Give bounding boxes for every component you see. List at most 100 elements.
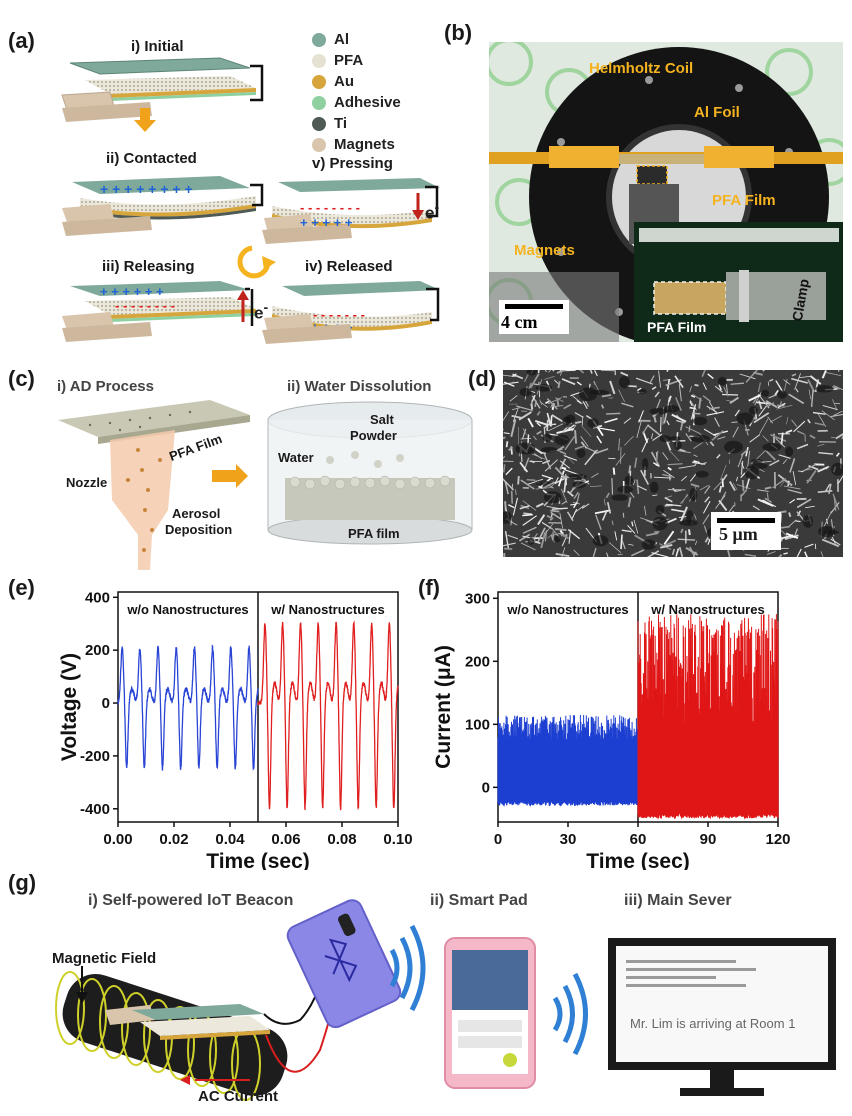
smart-pad-title: ii) Smart Pad bbox=[430, 892, 528, 909]
y-tick-label: 300 bbox=[465, 590, 490, 607]
y-tick-label: 200 bbox=[85, 642, 110, 659]
deposition-label: Deposition bbox=[165, 522, 233, 537]
x-axis-label: Time (sec) bbox=[206, 850, 310, 870]
stage-releasing-device: + + + + + + - - - - - - - - bbox=[62, 281, 256, 342]
main-server-title: iii) Main Sever bbox=[624, 892, 732, 909]
stage-released-label: iv) Released bbox=[305, 258, 393, 275]
coil-photo-illustration bbox=[489, 42, 843, 342]
inset-film-label: PFA Film bbox=[647, 319, 707, 335]
legend-swatch bbox=[312, 54, 326, 68]
y-tick-label: 100 bbox=[465, 716, 490, 733]
y-tick-label: -400 bbox=[80, 801, 110, 818]
stage-initial-label: i) Initial bbox=[131, 38, 184, 55]
signal-waves-icon bbox=[389, 924, 426, 1012]
panel-g-iot: i) Self-powered IoT Beacon ii) Smart Pad… bbox=[0, 880, 852, 1116]
region-label-left: w/o Nanostructures bbox=[506, 602, 628, 617]
x-axis-label: Time (sec) bbox=[586, 850, 690, 870]
svg-text:+ + + + + + + +: + + + + + + + + bbox=[100, 181, 193, 197]
ad-process-illustration bbox=[58, 400, 473, 570]
x-tick-label: 0.08 bbox=[327, 831, 356, 848]
beacon-device bbox=[286, 899, 402, 1029]
legend-label: Magnets bbox=[334, 136, 395, 153]
x-tick-label: 0.04 bbox=[215, 831, 245, 848]
magnets-label: Magnets bbox=[514, 242, 575, 259]
stage-released-device: - - - - - - - - + + + + + bbox=[262, 281, 440, 344]
svg-text:+ + + + + +: + + + + + + bbox=[100, 284, 164, 299]
panel-label-b: (b) bbox=[444, 20, 473, 45]
x-tick-label: 120 bbox=[765, 831, 790, 848]
pfa-film-bottom-label: PFA film bbox=[348, 526, 400, 541]
region-label-left: w/o Nanostructures bbox=[126, 602, 248, 617]
sem-scalebar: 5 μm bbox=[711, 512, 781, 550]
panel-label-e: (e) bbox=[8, 575, 35, 600]
ac-current-label: AC Current bbox=[198, 1088, 279, 1105]
stage-pressing-device: - - - - - - - - + + + + + bbox=[262, 178, 440, 244]
stage-pressing-label: v) Pressing bbox=[312, 155, 393, 172]
stage-contacted-label: ii) Contacted bbox=[106, 150, 197, 167]
salt-label: Salt bbox=[370, 412, 394, 427]
cycle-arrow-icon bbox=[237, 245, 276, 279]
region-label-right: w/ Nanostructures bbox=[650, 602, 764, 617]
panel-label-d: (d) bbox=[468, 366, 497, 391]
iot-system-illustration bbox=[55, 899, 836, 1101]
water-label: Water bbox=[278, 450, 314, 465]
x-tick-label: 0 bbox=[494, 831, 502, 848]
smart-pad-device bbox=[444, 937, 536, 1089]
ad-process-title: i) AD Process bbox=[57, 378, 154, 395]
panel-label-f: (f) bbox=[418, 575, 440, 600]
y-tick-label: -200 bbox=[80, 748, 110, 765]
legend-swatch bbox=[312, 75, 326, 89]
electron-label-pressing: e- bbox=[425, 200, 440, 223]
panel-c-process: i) AD Process ii) Water Dissolution PFA … bbox=[0, 360, 500, 570]
film-label: PFA Film bbox=[712, 192, 776, 209]
svg-text:+ + + + +: + + + + + bbox=[300, 215, 353, 230]
panel-d-sem-image: 5 μm bbox=[503, 370, 843, 557]
x-tick-label: 0.06 bbox=[271, 831, 300, 848]
x-tick-label: 60 bbox=[630, 831, 647, 848]
main-server-monitor bbox=[608, 938, 836, 1096]
svg-text:- - - - - - - -: - - - - - - - - bbox=[300, 200, 360, 215]
sem-texture bbox=[503, 370, 843, 557]
current-chart-svg: 0 30 60 90 120 300 200 100 0 w/o Nanostructures w/… bbox=[432, 590, 791, 870]
svg-text:- - - - - - - -: - - - - - - - - bbox=[305, 307, 365, 322]
x-tick-label: 90 bbox=[700, 831, 717, 848]
beacon-title: i) Self-powered IoT Beacon bbox=[88, 892, 294, 909]
legend-swatch bbox=[312, 117, 326, 131]
current-series-without-nanostructures bbox=[497, 714, 639, 807]
teng-stage-drawings: + + + + + + + + - - - - - - - - + + + + … bbox=[61, 57, 440, 344]
panel-a-schematic: + + + + + + + + - - - - - - - - + + + + … bbox=[0, 0, 440, 350]
current-series-with-nanostructures bbox=[637, 614, 779, 820]
voltage-series-with-nanostructures bbox=[257, 620, 399, 811]
y-tick-label: 0 bbox=[482, 779, 490, 796]
bluetooth-icon bbox=[324, 938, 358, 983]
y-tick-label: 200 bbox=[465, 653, 490, 670]
process-arrow-icon bbox=[212, 464, 248, 488]
svg-text:- - - - - - - -: - - - - - - - - bbox=[115, 298, 175, 313]
legend-label: Ti bbox=[334, 115, 348, 132]
photo-scalebar-label: 4 cm bbox=[501, 312, 538, 332]
legend-label: PFA bbox=[334, 52, 364, 69]
legend-label: Adhesive bbox=[334, 94, 401, 111]
stage-initial-device bbox=[61, 57, 264, 122]
legend-swatch bbox=[312, 33, 326, 47]
x-tick-label: 30 bbox=[560, 831, 577, 848]
voltage-series-without-nanostructures bbox=[117, 644, 259, 771]
y-axis-label: Current (μA) bbox=[432, 645, 455, 769]
stage-releasing-label: iii) Releasing bbox=[102, 258, 195, 275]
x-tick-label: 0.10 bbox=[383, 831, 412, 848]
panel-label-a: (a) bbox=[8, 28, 35, 53]
powder-label: Powder bbox=[350, 428, 397, 443]
legend-label: Al bbox=[334, 31, 349, 48]
foil-label: Al Foil bbox=[694, 104, 740, 121]
panel-label-c: (c) bbox=[8, 366, 35, 391]
nozzle-label: Nozzle bbox=[66, 475, 108, 490]
y-axis-label: Voltage (V) bbox=[58, 653, 81, 761]
electron-label-releasing: e- bbox=[254, 300, 269, 323]
legend-swatch bbox=[312, 138, 326, 152]
y-tick-label: 0 bbox=[102, 695, 110, 712]
coil-label: Helmholtz Coil bbox=[589, 60, 694, 77]
x-tick-label: 0.00 bbox=[103, 831, 132, 848]
panel-f-current-chart: 0 30 60 90 120 300 200 100 0 w/o Nanostructures w/… bbox=[420, 580, 852, 870]
